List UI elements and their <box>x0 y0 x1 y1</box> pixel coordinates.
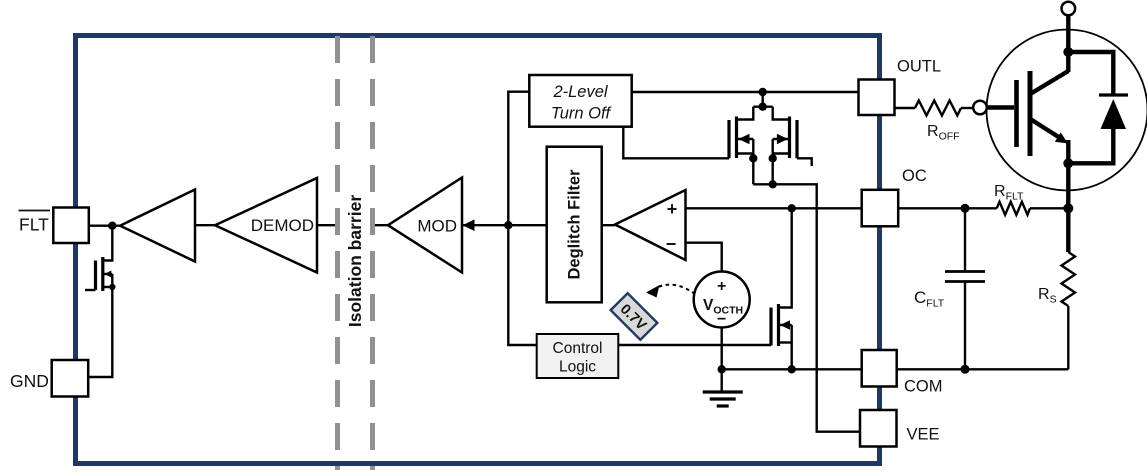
mod-input-arrow-icon <box>462 219 475 231</box>
com-pin-box <box>860 348 898 388</box>
r-s-network: RS <box>1038 163 1078 370</box>
pin-outl: OUTL <box>857 58 941 117</box>
threshold-badge: 0.7V <box>608 291 660 342</box>
control-logic-label-2: Logic <box>559 359 596 376</box>
vocth-label: VOCTH <box>703 297 743 317</box>
output-stage-mosfet-pair-icon <box>727 87 813 189</box>
gate-terminal-icon <box>971 99 989 116</box>
r-off-label: ROFF <box>927 123 960 143</box>
output-buffer-icon <box>117 187 197 264</box>
junction-dot <box>504 221 513 230</box>
c-flt-network: CFLT <box>914 208 985 374</box>
c-flt-label: CFLT <box>914 288 945 310</box>
r-flt-label: RFLT <box>994 183 1024 203</box>
r-s-label: RS <box>1038 286 1057 306</box>
comparator-plus-label: + <box>667 199 678 219</box>
pin-oc: OC <box>860 167 927 228</box>
two-level-turn-off-block: 2-Level Turn Off <box>528 73 633 128</box>
vocth-voltage-source-icon: + VOCTH − <box>692 270 751 329</box>
isolation-barrier: Isolation barrier <box>335 36 375 470</box>
deglitch-filter-block: Deglitch Filter <box>545 145 603 304</box>
mod-label: MOD <box>417 217 457 236</box>
signal-path-wires <box>88 90 862 433</box>
control-logic-label-1: Control <box>553 340 603 357</box>
outl-pin-label: OUTL <box>897 58 941 76</box>
mod-amp-icon <box>385 175 464 275</box>
vee-pin-label: VEE <box>907 426 940 444</box>
outl-pin-box <box>857 78 896 117</box>
vocth-plus-label: + <box>717 278 726 295</box>
r-flt-network: RFLT <box>898 183 1069 218</box>
r-off-network: ROFF <box>894 97 989 143</box>
gnd-pin-box <box>50 358 90 398</box>
control-logic-block: Control Logic <box>535 333 620 379</box>
collector-terminal-icon <box>1060 0 1077 17</box>
junction-dot <box>108 221 117 230</box>
ground-icon <box>702 390 743 408</box>
oc-pin-box <box>860 188 900 228</box>
demod-amp-icon <box>212 176 319 275</box>
deglitch-filter-label: Deglitch Filter <box>566 169 584 280</box>
isolation-barrier-label: Isolation barrier <box>345 195 365 327</box>
oc-pin-label: OC <box>902 167 927 185</box>
overcurrent-comparator-icon: + − <box>612 187 687 263</box>
igbt-with-diode-icon <box>985 0 1147 214</box>
two-level-label-1: 2-Level <box>552 83 608 101</box>
demod-label: DEMOD <box>251 216 314 235</box>
vee-pin-box <box>858 408 898 448</box>
chip-boundary <box>73 33 882 466</box>
pin-flt: FLT <box>18 206 91 245</box>
flt-pulldown-mosfet-icon <box>85 225 116 292</box>
pin-vee: VEE <box>858 408 940 448</box>
pin-com: COM <box>860 348 943 396</box>
gnd-pin-label: GND <box>10 371 49 391</box>
pin-gnd: GND <box>10 358 90 398</box>
comparator-minus-label: − <box>666 234 677 254</box>
flt-pin-box <box>52 206 91 245</box>
two-level-label-2: Turn Off <box>551 105 613 123</box>
vocth-minus-label: − <box>717 311 726 328</box>
flt-pin-label: FLT <box>19 215 49 235</box>
com-pin-label: COM <box>904 378 943 396</box>
threshold-callout-arrow-icon <box>646 283 696 298</box>
oc-clamp-mosfet-icon <box>769 204 796 374</box>
junction-dot <box>717 365 726 374</box>
